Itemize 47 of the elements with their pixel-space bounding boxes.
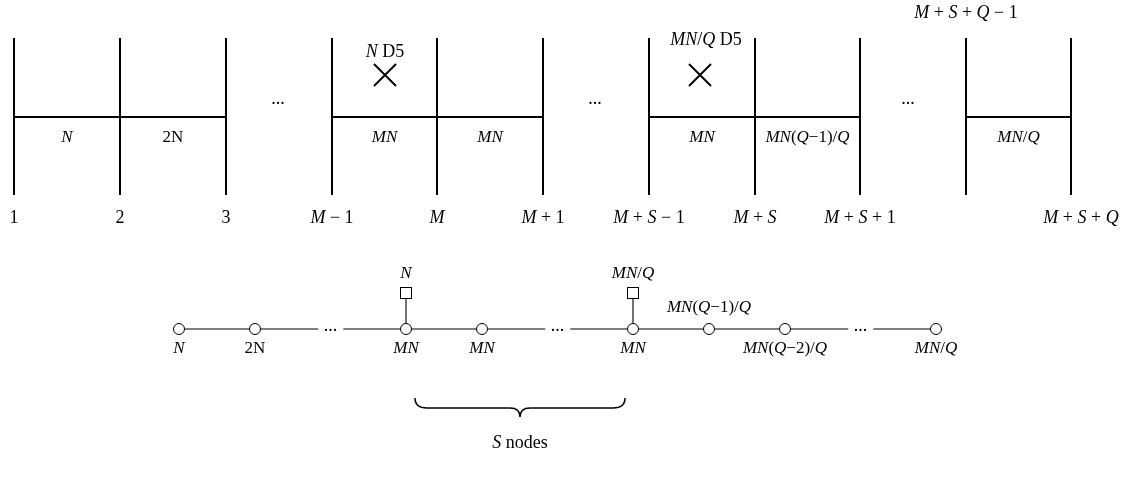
node-value: MN(Q−1)/Q [666,297,752,317]
node-value: MN [393,338,419,358]
branch-line [332,116,437,118]
connector-line [638,328,704,330]
branch-line [437,116,543,118]
node-value: MN/Q [611,263,655,283]
connector-line [632,298,634,324]
node-value: MN [620,338,646,358]
connector-line [411,328,477,330]
node-value: N [400,263,412,283]
fault-label: N D5 [365,41,405,61]
ellipsis: ... [271,88,285,108]
branch-line [14,116,120,118]
node-value: N [173,338,185,358]
ellipsis: ... [588,88,602,108]
ellipsis: ... [901,88,915,108]
bus-number: M + S [733,207,777,227]
edge-label: MN [689,127,715,147]
branch-line [120,116,226,118]
node-value: 2N [244,338,266,358]
edge-label: N [61,127,73,147]
bus-number: M + S + 1 [824,207,896,227]
connector-line [405,298,407,324]
edge-label: MN [371,127,398,147]
bus-number: 1 [9,207,19,227]
brace-label: S nodes [492,432,548,452]
bus-number: M + S + Q [1043,207,1119,227]
branch-line [966,116,1071,118]
branch-line [649,116,755,118]
bus-number: M − 1 [310,207,354,227]
fault-label: MN/Q D5 [670,29,742,49]
bus-number: M [429,207,445,227]
node-value: MN(Q−2)/Q [742,338,828,358]
bus-number: 2 [115,207,125,227]
edge-label: MN(Q−1)/Q [765,127,850,147]
connector-line [184,328,250,330]
node-value: MN/Q [914,338,958,358]
connector-line [714,328,780,330]
edge-label: MN [477,127,503,147]
node-value: MN [469,338,495,358]
branch-line [755,116,860,118]
bus-number: M + S + Q − 1 [914,2,1018,22]
edge-label: 2N [162,127,184,147]
bus-number: M + S − 1 [613,207,685,227]
edge-label: MN/Q [997,127,1040,147]
bus-number: 3 [221,207,231,227]
bus-number: M + 1 [521,207,565,227]
